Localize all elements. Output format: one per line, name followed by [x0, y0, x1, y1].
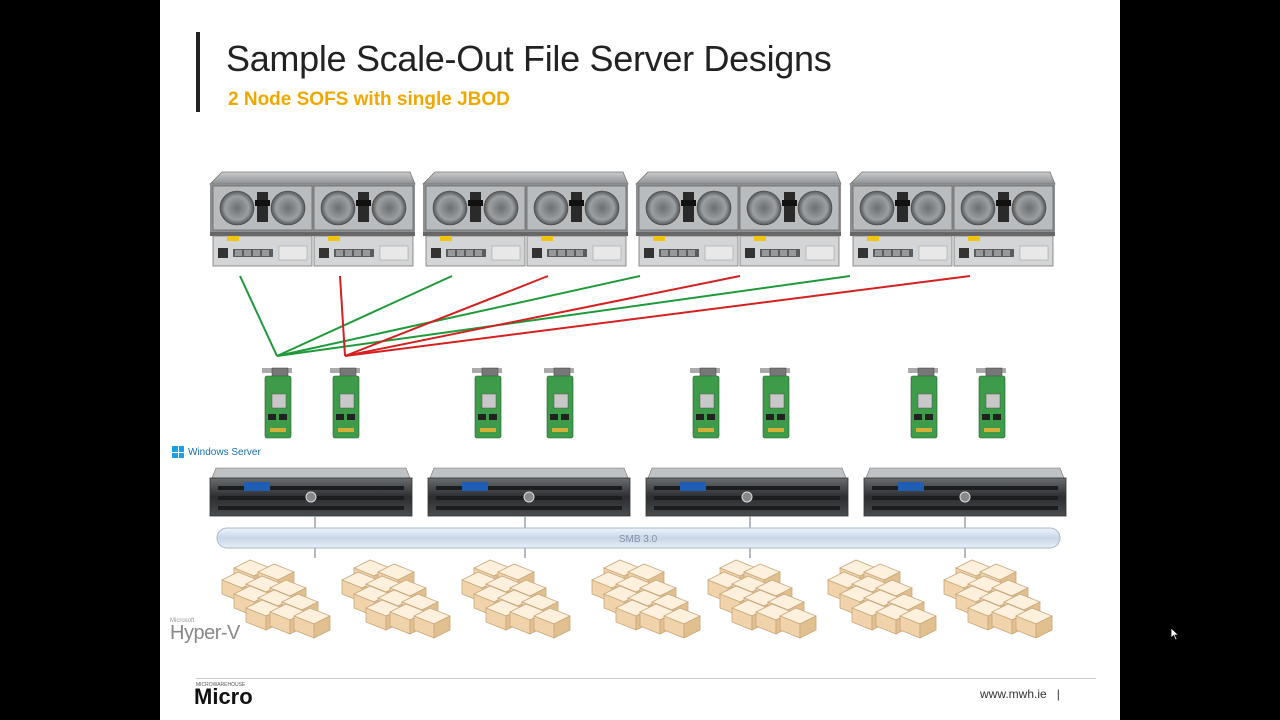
- footer-logo: Micro: [194, 684, 253, 709]
- rack-server: [209, 467, 413, 517]
- footer-url-text: www.mwh.ie: [980, 687, 1047, 701]
- windows-server-label: Windows Server: [188, 446, 261, 458]
- vm-group: [462, 560, 570, 638]
- page-subtitle: 2 Node SOFS with single JBOD: [228, 89, 510, 110]
- hba-card: [759, 367, 791, 439]
- jbod-enclosure: [210, 172, 415, 266]
- hyperv-label: Hyper-V: [170, 622, 240, 644]
- hba-card: [543, 367, 575, 439]
- footer-separator: |: [1056, 687, 1060, 701]
- jbod-enclosure: [423, 172, 628, 266]
- windows-flag-icon: [172, 446, 184, 458]
- sas-links-red: [339, 275, 971, 357]
- hyperv-logo: Microsoft Hyper-V: [170, 618, 240, 644]
- page-title: Sample Scale-Out File Server Designs: [226, 38, 832, 79]
- hba-card: [261, 367, 293, 439]
- footer-divider: [196, 678, 1096, 679]
- hyperv-vendor: Microsoft: [170, 618, 195, 624]
- hba-card: [907, 367, 939, 439]
- vm-group: [828, 560, 936, 638]
- hba-card: [329, 367, 361, 439]
- smb-bus: [216, 527, 1061, 549]
- vm-group: [944, 560, 1052, 638]
- jbod-enclosure: [636, 172, 841, 266]
- jbod-enclosure: [850, 172, 1055, 266]
- slide: Sample Scale-Out File Server Designs 2 N…: [160, 0, 1120, 720]
- rack-server: [645, 467, 849, 517]
- vm-group: [342, 560, 450, 638]
- mouse-pointer-icon: [1170, 627, 1180, 641]
- rack-server: [863, 467, 1067, 517]
- sas-links-green: [239, 275, 851, 357]
- title-accent-bar: [196, 32, 200, 112]
- hba-card: [975, 367, 1007, 439]
- vm-group: [592, 560, 700, 638]
- vm-group: [708, 560, 816, 638]
- windows-server-logo: Windows Server: [172, 446, 261, 458]
- rack-server: [427, 467, 631, 517]
- footer-url: www.mwh.ie |: [980, 687, 1060, 701]
- hba-card: [689, 367, 721, 439]
- hba-card: [471, 367, 503, 439]
- smb-bus-label: SMB 3.0: [619, 534, 658, 545]
- footer-logo-caption: MICROWAREHOUSE: [196, 682, 246, 688]
- sofs-diagram: SMB 3.0: [209, 0, 1067, 720]
